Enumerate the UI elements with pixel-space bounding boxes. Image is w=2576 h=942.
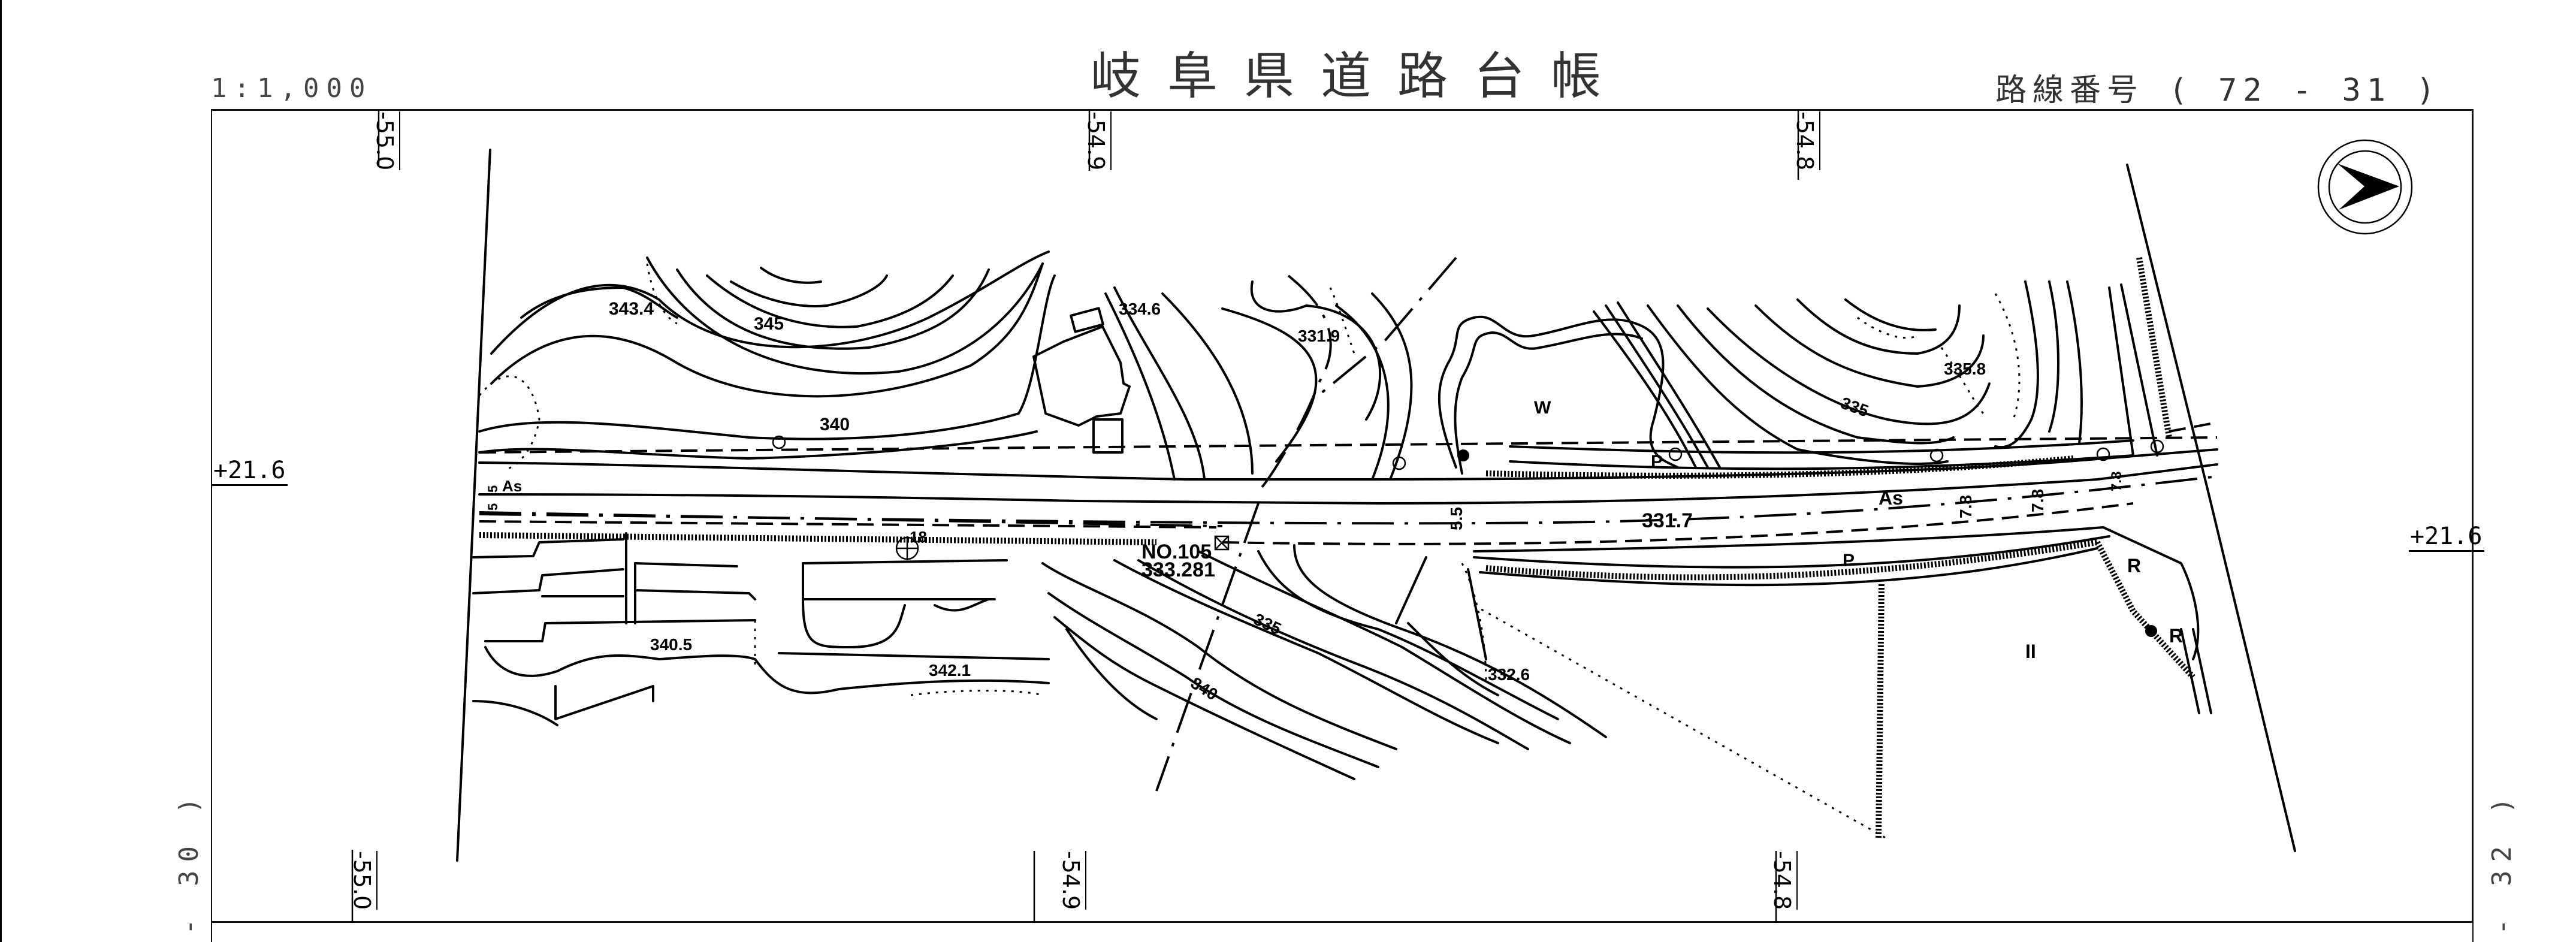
route-number: 路線番号 ( 72 - 31 ) bbox=[1995, 65, 2441, 110]
road bbox=[478, 436, 2218, 660]
map-scale: 1:1,000 bbox=[211, 73, 373, 104]
station-ticks bbox=[351, 110, 1799, 923]
offset-label-right: +21.6 bbox=[2409, 523, 2485, 552]
land-use-label: P bbox=[1843, 551, 1855, 570]
retaining-walls bbox=[1485, 455, 2212, 714]
centerline-elevation: 331.7 bbox=[1642, 509, 1693, 532]
width-label: 5.5 bbox=[1447, 507, 1466, 530]
elevation-label: 335 bbox=[1838, 394, 1871, 421]
width-label: 18 bbox=[910, 528, 927, 546]
pavement-label: As bbox=[502, 477, 522, 495]
utility-pole-icon bbox=[1392, 456, 1406, 470]
land-use-label: P bbox=[1651, 452, 1663, 472]
width-label: 7.8 bbox=[1956, 495, 1975, 518]
contour-lines-right bbox=[1593, 257, 2218, 469]
elevation-label: 331.9 bbox=[1298, 327, 1340, 345]
contour-lines-lower bbox=[1041, 544, 1888, 840]
manhole-icon bbox=[2145, 625, 2157, 637]
manhole-icon bbox=[1457, 449, 1469, 461]
survey-boundary bbox=[456, 149, 2296, 862]
elevation-label: 335 bbox=[1251, 609, 1284, 638]
width-label: 7.8 bbox=[2109, 472, 2125, 491]
pavement-label: As bbox=[1879, 487, 1903, 509]
control-point-icon bbox=[1214, 535, 1230, 551]
ravine bbox=[1104, 256, 1457, 792]
benchmark-elevation: 333.281 bbox=[1141, 558, 1215, 581]
frame-tick bbox=[2472, 922, 2474, 942]
utility-pole-icon bbox=[772, 435, 786, 449]
page-title: 岐阜県道路台帳 bbox=[1091, 47, 1628, 105]
land-use-label: R bbox=[2127, 555, 2141, 576]
land-use-label: R bbox=[2169, 625, 2183, 647]
contour-lines bbox=[478, 250, 1056, 470]
route-label: 路線番号 bbox=[1995, 73, 2145, 108]
buildings bbox=[1032, 307, 1131, 454]
sheet-left-edge bbox=[0, 0, 2, 942]
map-symbols bbox=[772, 435, 2164, 637]
elevation-label: 340 bbox=[820, 415, 850, 434]
frame-tick bbox=[211, 922, 212, 942]
north-arrow-icon bbox=[2317, 139, 2413, 235]
pond bbox=[1438, 315, 1679, 475]
width-label: 5 bbox=[485, 503, 500, 511]
land-use-label: W bbox=[1534, 398, 1551, 418]
map-labels: 343.4 345 340 334.6 331.9 335 335.8 340.… bbox=[485, 299, 2183, 704]
map-frame bbox=[211, 109, 2474, 923]
route-value: ( 72 - 31 ) bbox=[2169, 73, 2441, 108]
width-label: 5 bbox=[485, 485, 500, 493]
elevation-label: 342.1 bbox=[929, 661, 971, 680]
width-label: 7.8 bbox=[2028, 489, 2047, 512]
elevation-label: 340.5 bbox=[650, 635, 692, 654]
offset-label-left: +21.6 bbox=[212, 457, 288, 486]
elevation-label: 332.6 bbox=[1488, 665, 1530, 684]
elevation-label: 345 bbox=[754, 314, 784, 334]
terraced-fields bbox=[472, 532, 1050, 726]
elevation-label: 334.6 bbox=[1119, 300, 1161, 318]
benchmark-id: NO.105 bbox=[1141, 541, 1212, 563]
elevation-label: 340 bbox=[1188, 674, 1221, 704]
elevation-label: 335.8 bbox=[1944, 360, 1986, 378]
land-use-label: II bbox=[2025, 641, 2036, 662]
elevation-label: 343.4 bbox=[609, 299, 654, 319]
